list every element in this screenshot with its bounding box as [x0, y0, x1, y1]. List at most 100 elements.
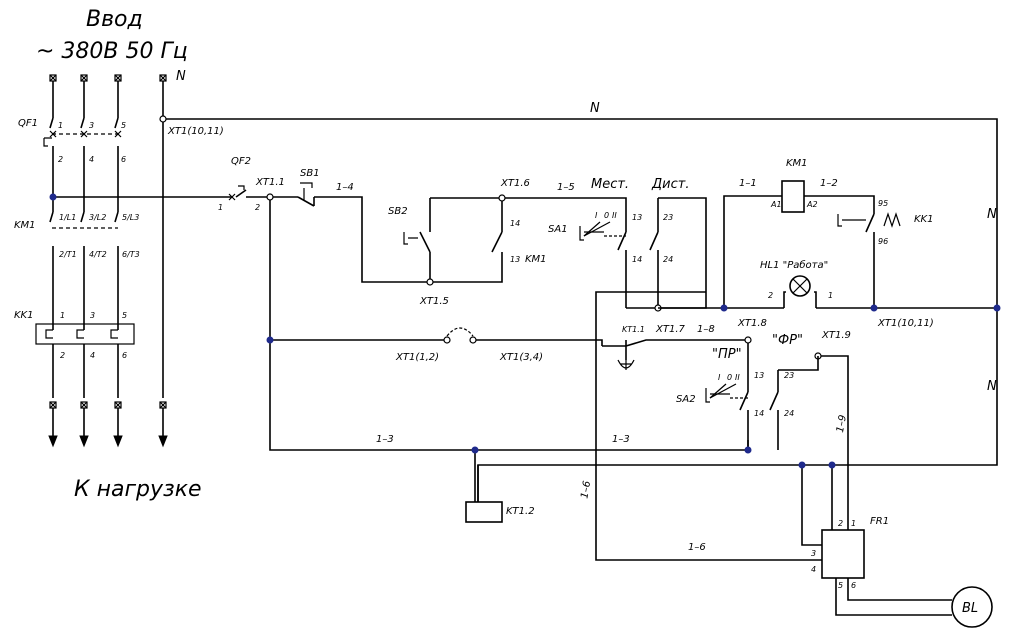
- kt11-timer-contact: [602, 339, 664, 370]
- phase-l3: [114, 81, 119, 398]
- xt1-9-label: XT1.9: [821, 330, 851, 341]
- xt1-1-2-label: XT1(1,2): [395, 352, 439, 363]
- qf2-pin-1: 1: [218, 203, 223, 212]
- qf1-label: QF1: [18, 118, 38, 129]
- xt1-6-label: XT1.6: [500, 178, 530, 189]
- hl1-lamp: [783, 275, 817, 308]
- wire-1-6-label-a: 1–6: [579, 480, 593, 499]
- sa1-pin-23: 23: [663, 213, 673, 222]
- km1-pin-t3: 6/T3: [122, 250, 140, 259]
- n-label-top: N: [176, 69, 186, 84]
- km1-pin-l1: 1/L1: [59, 213, 76, 222]
- sb1-stop-button: [297, 182, 315, 207]
- wire-1-3-label-b: 1–3: [612, 434, 630, 445]
- terminal-bottom-n: [159, 401, 167, 409]
- wire-1-9-label: 1–9: [835, 414, 849, 433]
- kt12-coil: [465, 501, 503, 523]
- sa1-pin-24: 24: [663, 255, 673, 264]
- input-title: Ввод: [86, 7, 143, 32]
- wire-1-6-label-b: 1–6: [688, 542, 706, 553]
- sa2-pos-ii: II: [735, 373, 740, 382]
- sa2-label: SA2: [676, 394, 696, 405]
- qf1-breaker: [43, 130, 122, 147]
- wire-fr1: [801, 465, 952, 616]
- wire-1-2-label: 1–2: [820, 178, 838, 189]
- fr1-pin-1: 1: [851, 519, 856, 528]
- kt12-label: KT1.2: [506, 506, 535, 517]
- sa1-selector: [579, 221, 626, 241]
- terminal-top-n: [159, 74, 167, 82]
- kk1-aux-contact: [837, 212, 901, 228]
- km1-coil: [781, 180, 805, 213]
- kk1-aux-pin-96: 96: [878, 237, 888, 246]
- xt1-8-label: XT1.8: [737, 318, 767, 329]
- sa2-pin-13: 13: [754, 371, 764, 380]
- km1-pin-l3: 5/L3: [122, 213, 139, 222]
- sa2-pin-24: 24: [784, 409, 794, 418]
- sb2-start-button: [403, 198, 431, 282]
- xt1-5-label: XT1.5: [419, 296, 449, 307]
- sa1-pin-13: 13: [632, 213, 642, 222]
- xt1-7-label: XT1.7: [655, 324, 686, 335]
- kk1-pin-1: 1: [60, 311, 65, 320]
- wire-1-1: [658, 195, 997, 309]
- wire-1-4-label: 1–4: [336, 182, 354, 193]
- qf1-pin-1: 1: [58, 121, 63, 130]
- wire-1-3-label-a: 1–3: [376, 434, 394, 445]
- wire-1-4: [314, 196, 430, 283]
- km1-pin-a1: A1: [770, 200, 782, 209]
- km1-main-label: KM1: [14, 220, 36, 231]
- fr1-relay: [821, 529, 865, 579]
- kk1-pin-6: 6: [122, 351, 127, 360]
- hl1-pin-2: 2: [768, 291, 773, 300]
- load-arrows: [52, 408, 164, 440]
- kk1-pin-3: 3: [90, 311, 95, 320]
- wire-1-6: [595, 291, 822, 561]
- xt1-10-11-right: XT1(10,11): [877, 318, 934, 329]
- xt1-1-label: XT1.1: [255, 177, 285, 188]
- terminal-bottom-l2: [80, 401, 88, 409]
- km1-pin-l2: 3/L2: [89, 213, 106, 222]
- qf1-pin-6: 6: [121, 155, 126, 164]
- wire-kt-link: [270, 339, 603, 346]
- kk1-aux-pin-95: 95: [878, 199, 888, 208]
- fr1-pin-4: 4: [811, 565, 816, 574]
- terminal-top-l1: [49, 74, 57, 82]
- km1-aux-pin-13: 13: [510, 255, 520, 264]
- kk1-main-label: KK1: [14, 310, 33, 321]
- junction-dots: [49, 193, 1001, 469]
- km1-pin-t1: 2/T1: [59, 250, 77, 259]
- xt1-10-11-left: XT1(10,11): [167, 126, 224, 137]
- supply-label: ~ 380В 50 Гц: [36, 39, 188, 64]
- kk1-pin-2: 2: [60, 351, 65, 360]
- qf2-label: QF2: [231, 156, 251, 167]
- terminal-bottom-l1: [49, 401, 57, 409]
- sa2-selector: [705, 356, 819, 450]
- phase-l2: [80, 81, 85, 398]
- sa1-pos-i: I: [595, 211, 598, 220]
- n-label-right-2: N: [987, 379, 997, 394]
- bl-label: BL: [962, 601, 978, 616]
- terminal-bottom-l3: [114, 401, 122, 409]
- terminal-top-l2: [80, 74, 88, 82]
- bl-sensor: [951, 586, 993, 628]
- qf2-breaker: [228, 185, 247, 201]
- qf2-pin-2: 2: [255, 203, 260, 212]
- kk1-pin-4: 4: [90, 351, 95, 360]
- terminal-top-l3: [114, 74, 122, 82]
- fr1-pin-5: 5: [838, 581, 843, 590]
- km1-aux-label: KM1: [525, 254, 547, 265]
- wire-1-8-label: 1–8: [697, 324, 715, 335]
- mode-manual-label: "ПР": [712, 347, 742, 362]
- sb1-label: SB1: [300, 168, 320, 179]
- fr1-label: FR1: [870, 516, 889, 527]
- hl1-pin-1: 1: [828, 291, 833, 300]
- mode-photo-label: "ФР": [772, 333, 803, 348]
- sa1-pin-14: 14: [632, 255, 642, 264]
- sb2-label: SB2: [388, 206, 408, 217]
- wire-1-5: [505, 197, 707, 309]
- kk1-thermal-block: [35, 323, 135, 345]
- kt11-label: KT1.1: [622, 325, 645, 334]
- km1-pin-a2: A2: [806, 200, 818, 209]
